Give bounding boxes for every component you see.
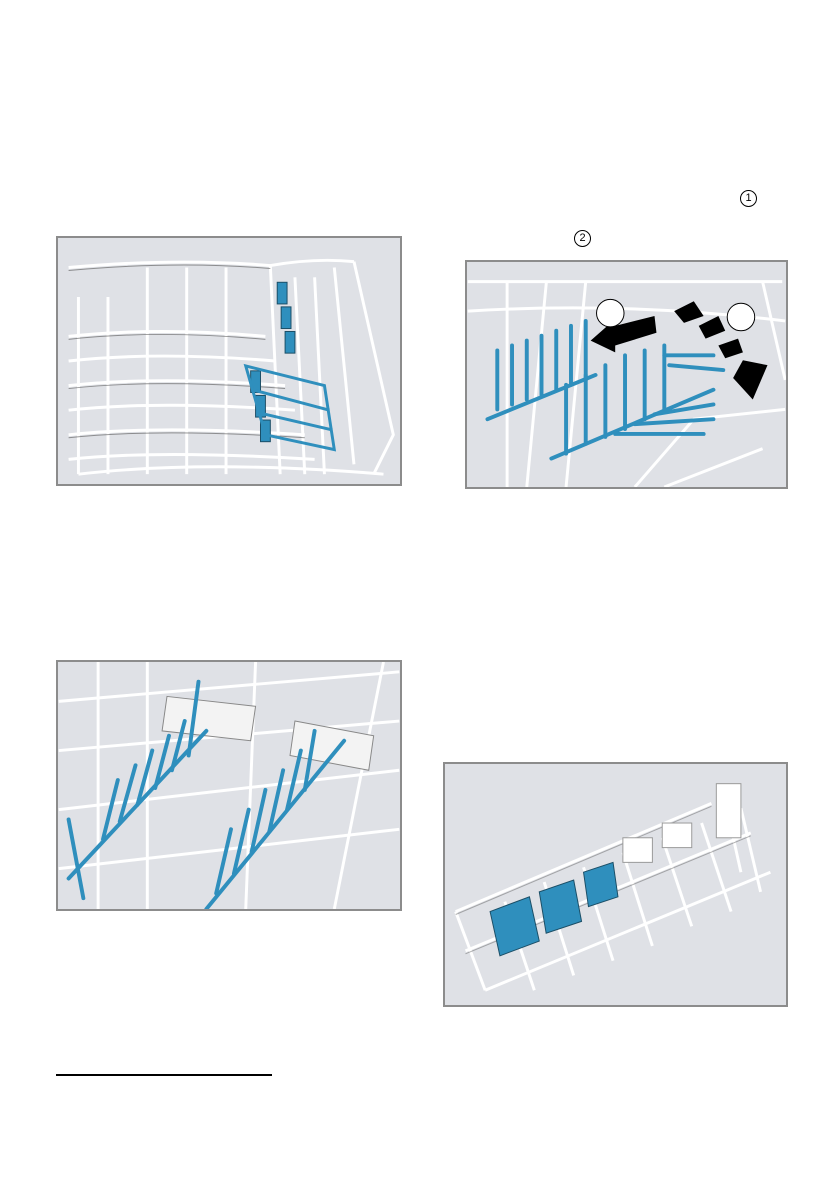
cutlery-rack-illustration xyxy=(445,764,786,1005)
tine-rows-illustration xyxy=(58,662,400,909)
folding-tines-illustration xyxy=(467,262,786,487)
rack-illustration xyxy=(58,238,400,484)
blue-tine xyxy=(277,282,287,304)
figure-cutlery-rack xyxy=(443,762,788,1007)
figure-callout-2-circle xyxy=(727,303,755,331)
callout-marker-2: 2 xyxy=(574,230,591,247)
figure-upper-rack-tines xyxy=(56,236,402,486)
footnote-separator-line xyxy=(56,1074,272,1076)
figure-callout-1-circle xyxy=(597,299,625,327)
callout-marker-1: 1 xyxy=(740,190,757,207)
figure-tine-rows-closeup xyxy=(56,660,402,911)
figure-folding-tines xyxy=(465,260,788,489)
arrow-down xyxy=(733,360,767,399)
blue-holder xyxy=(490,897,539,956)
